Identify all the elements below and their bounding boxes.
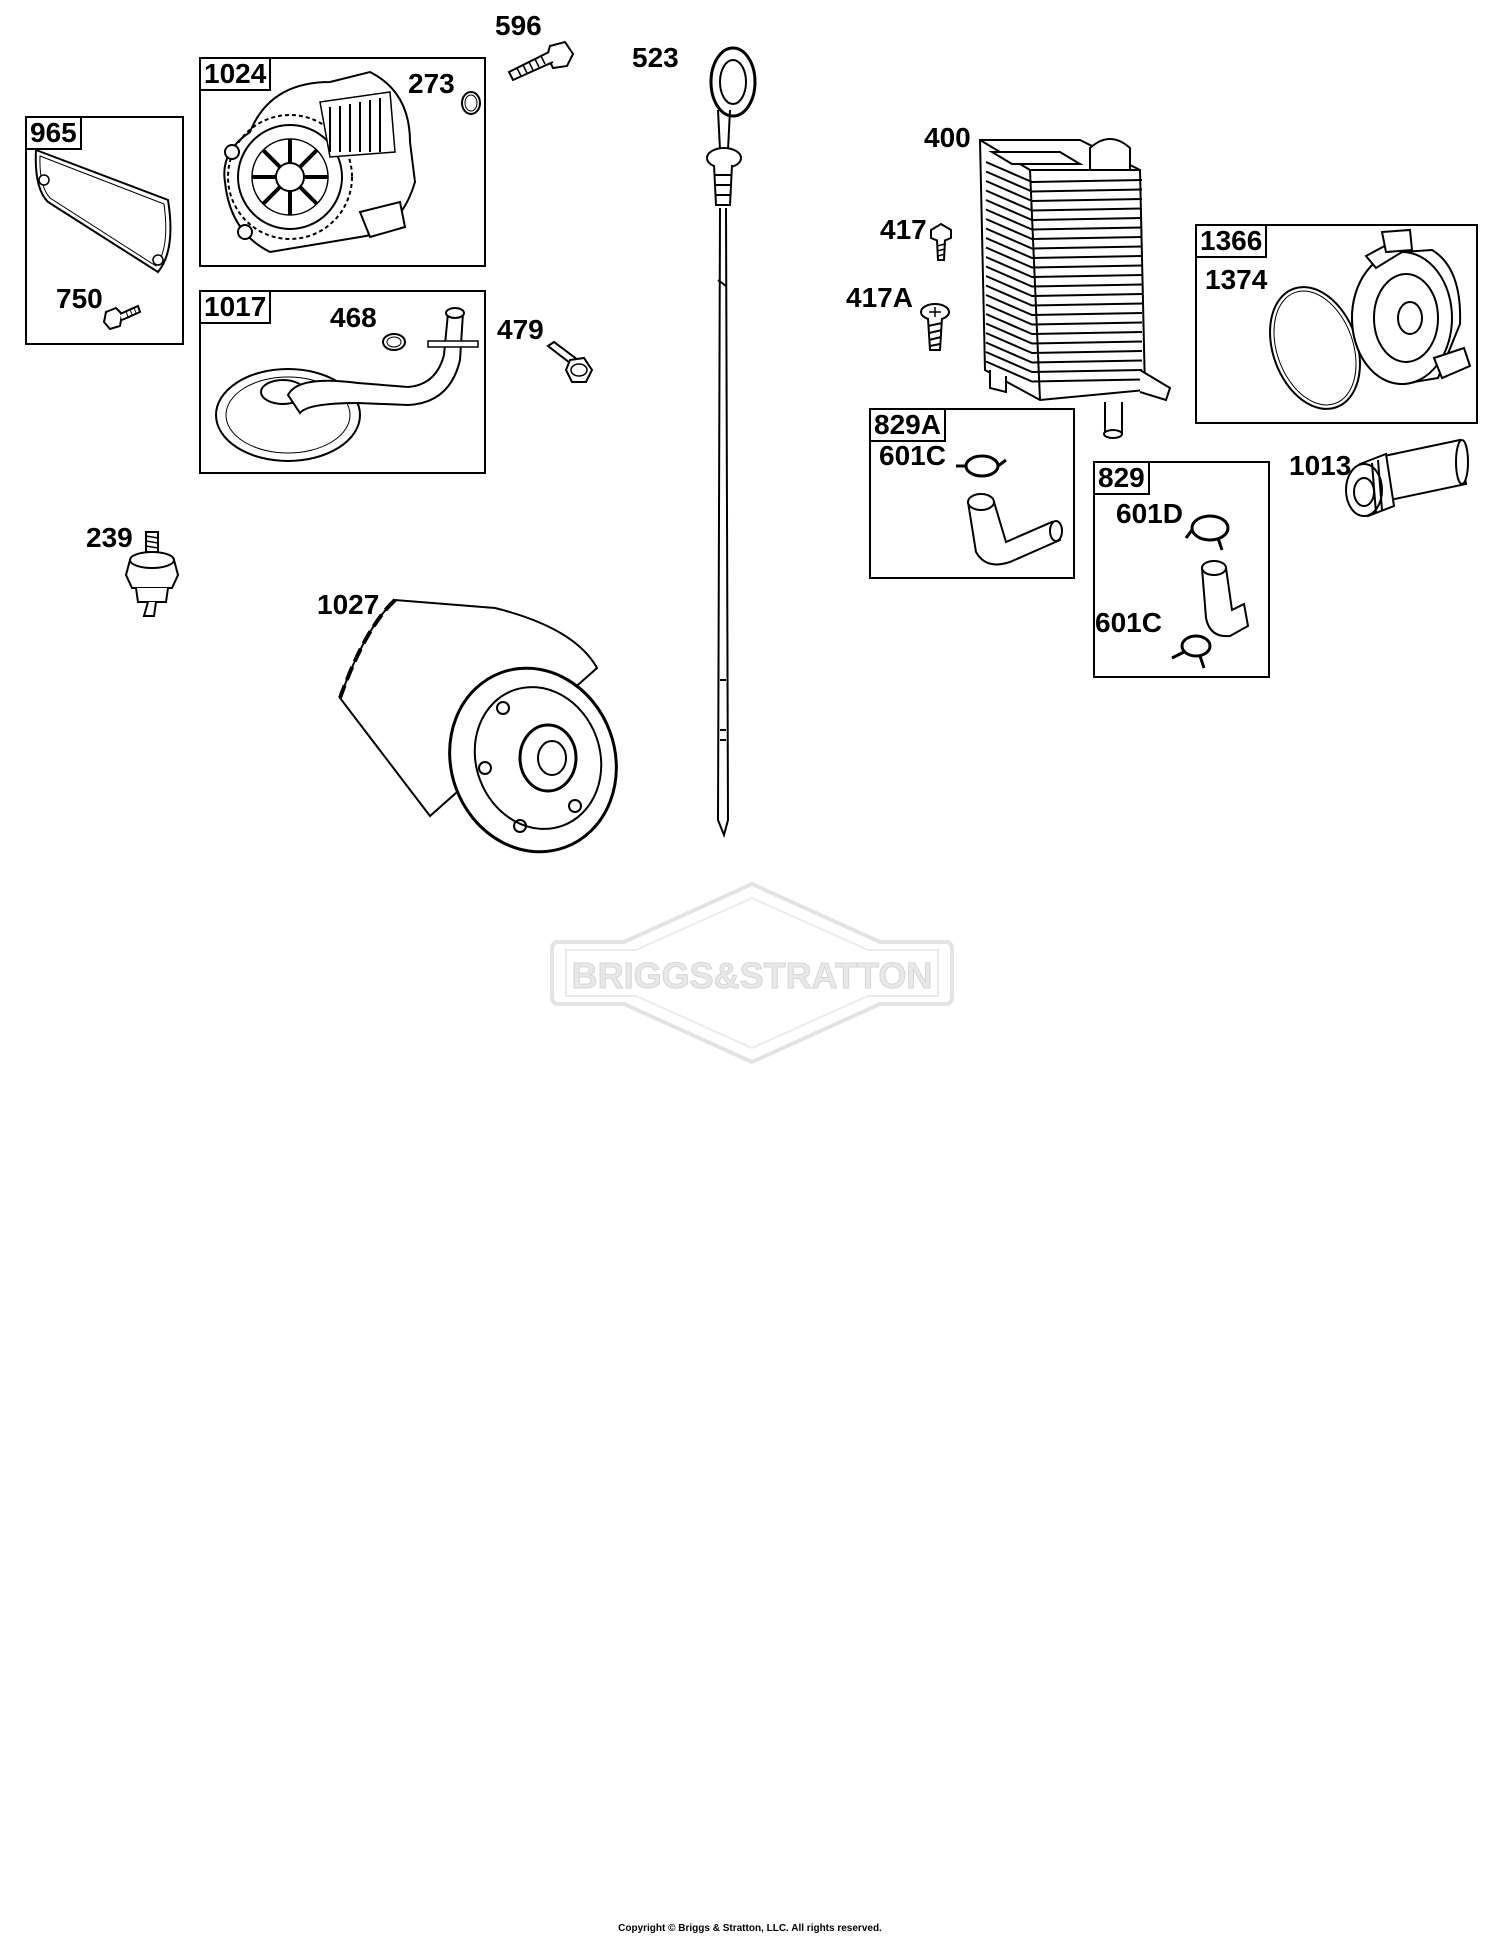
dipstick-523-drawing: [680, 40, 760, 920]
cooler-fin: [986, 352, 1142, 372]
callout-750: 750: [56, 283, 103, 314]
kit-box-1024: 1024: [199, 57, 486, 267]
cooler-fin: [986, 162, 1142, 182]
callout-468: 468: [330, 302, 377, 333]
cooler-fin: [986, 181, 1142, 201]
screw-417-drawing: [928, 222, 954, 262]
callout-239: 239: [86, 522, 133, 553]
cooler-fin: [986, 238, 1142, 258]
oil-pickup-1017-drawing: [208, 295, 473, 470]
kit-box-829A-label: 829A: [869, 408, 946, 442]
cooler-fin: [986, 219, 1142, 239]
briggs-stratton-watermark-logo: BRIGGS&STRATTON: [550, 880, 954, 1066]
cooler-fin: [986, 314, 1142, 334]
kit-box-1366: 1366: [1195, 224, 1478, 424]
cooler-fin: [986, 333, 1142, 353]
kit-box-1024-label: 1024: [199, 57, 272, 91]
cooler-fin: [986, 343, 1142, 363]
callout-601D: 601D: [1116, 498, 1183, 529]
o-ring-273-drawing: [458, 88, 484, 118]
cooler-fin: [986, 200, 1142, 220]
fitting-1013-drawing: [1340, 436, 1470, 526]
cooler-fin: [986, 229, 1142, 249]
cooler-fin: [986, 286, 1142, 306]
hose-829A-drawing: [956, 452, 1070, 574]
kit-box-965: 965: [25, 116, 184, 345]
pressure-switch-239-drawing: [122, 530, 182, 618]
kit-box-965-label: 965: [25, 116, 82, 150]
callout-1013: 1013: [1289, 450, 1352, 481]
bolt-596-drawing: [505, 40, 575, 85]
cooler-fin: [986, 276, 1142, 296]
oil-pump-1024-drawing: [210, 62, 425, 262]
bolt-750-drawing: [102, 302, 142, 332]
kit-box-829-label: 829: [1093, 461, 1150, 495]
callout-400: 400: [924, 122, 971, 153]
callout-601C-a: 601C: [879, 440, 946, 471]
o-ring-468-drawing: [380, 330, 408, 354]
kit-box-1366-label: 1366: [1195, 224, 1268, 258]
cooler-fin: [986, 257, 1142, 277]
cooler-fin: [986, 362, 1142, 382]
callout-1027: 1027: [317, 589, 380, 620]
cooler-fin: [986, 324, 1142, 344]
cooler-fin: [986, 305, 1142, 325]
cooler-fin: [986, 210, 1142, 230]
cooler-fin: [986, 267, 1142, 287]
callout-417A: 417A: [846, 282, 913, 313]
filter-adapter-1366-drawing: [1342, 228, 1474, 398]
oil-cooler-400-drawing: [970, 130, 1180, 445]
hose-829-drawing: [1160, 508, 1260, 676]
kit-box-1017: 1017: [199, 290, 486, 474]
kit-box-829A: 829A: [869, 408, 1075, 579]
callout-601C-b: 601C: [1095, 607, 1162, 638]
cooler-fin: [986, 248, 1142, 268]
callout-479: 479: [497, 314, 544, 345]
bolt-479-drawing: [544, 340, 594, 386]
kit-box-829: 829: [1093, 461, 1270, 678]
callout-596: 596: [495, 10, 542, 41]
cooler-fin: [986, 295, 1142, 315]
screw-417A-drawing: [918, 302, 952, 354]
callout-523: 523: [632, 42, 679, 73]
cooler-fin: [986, 172, 1142, 192]
callout-273: 273: [408, 68, 455, 99]
copyright-notice: Copyright © Briggs & Stratton, LLC. All …: [618, 1923, 882, 1934]
gasket-965-drawing: [28, 140, 178, 280]
oil-filter-1027-drawing: [335, 588, 635, 856]
watermark-text: BRIGGS&STRATTON: [572, 955, 933, 996]
callout-417: 417: [880, 214, 927, 245]
callout-1374: 1374: [1205, 264, 1268, 295]
kit-box-1017-label: 1017: [199, 290, 272, 324]
cooler-fin: [986, 191, 1142, 211]
